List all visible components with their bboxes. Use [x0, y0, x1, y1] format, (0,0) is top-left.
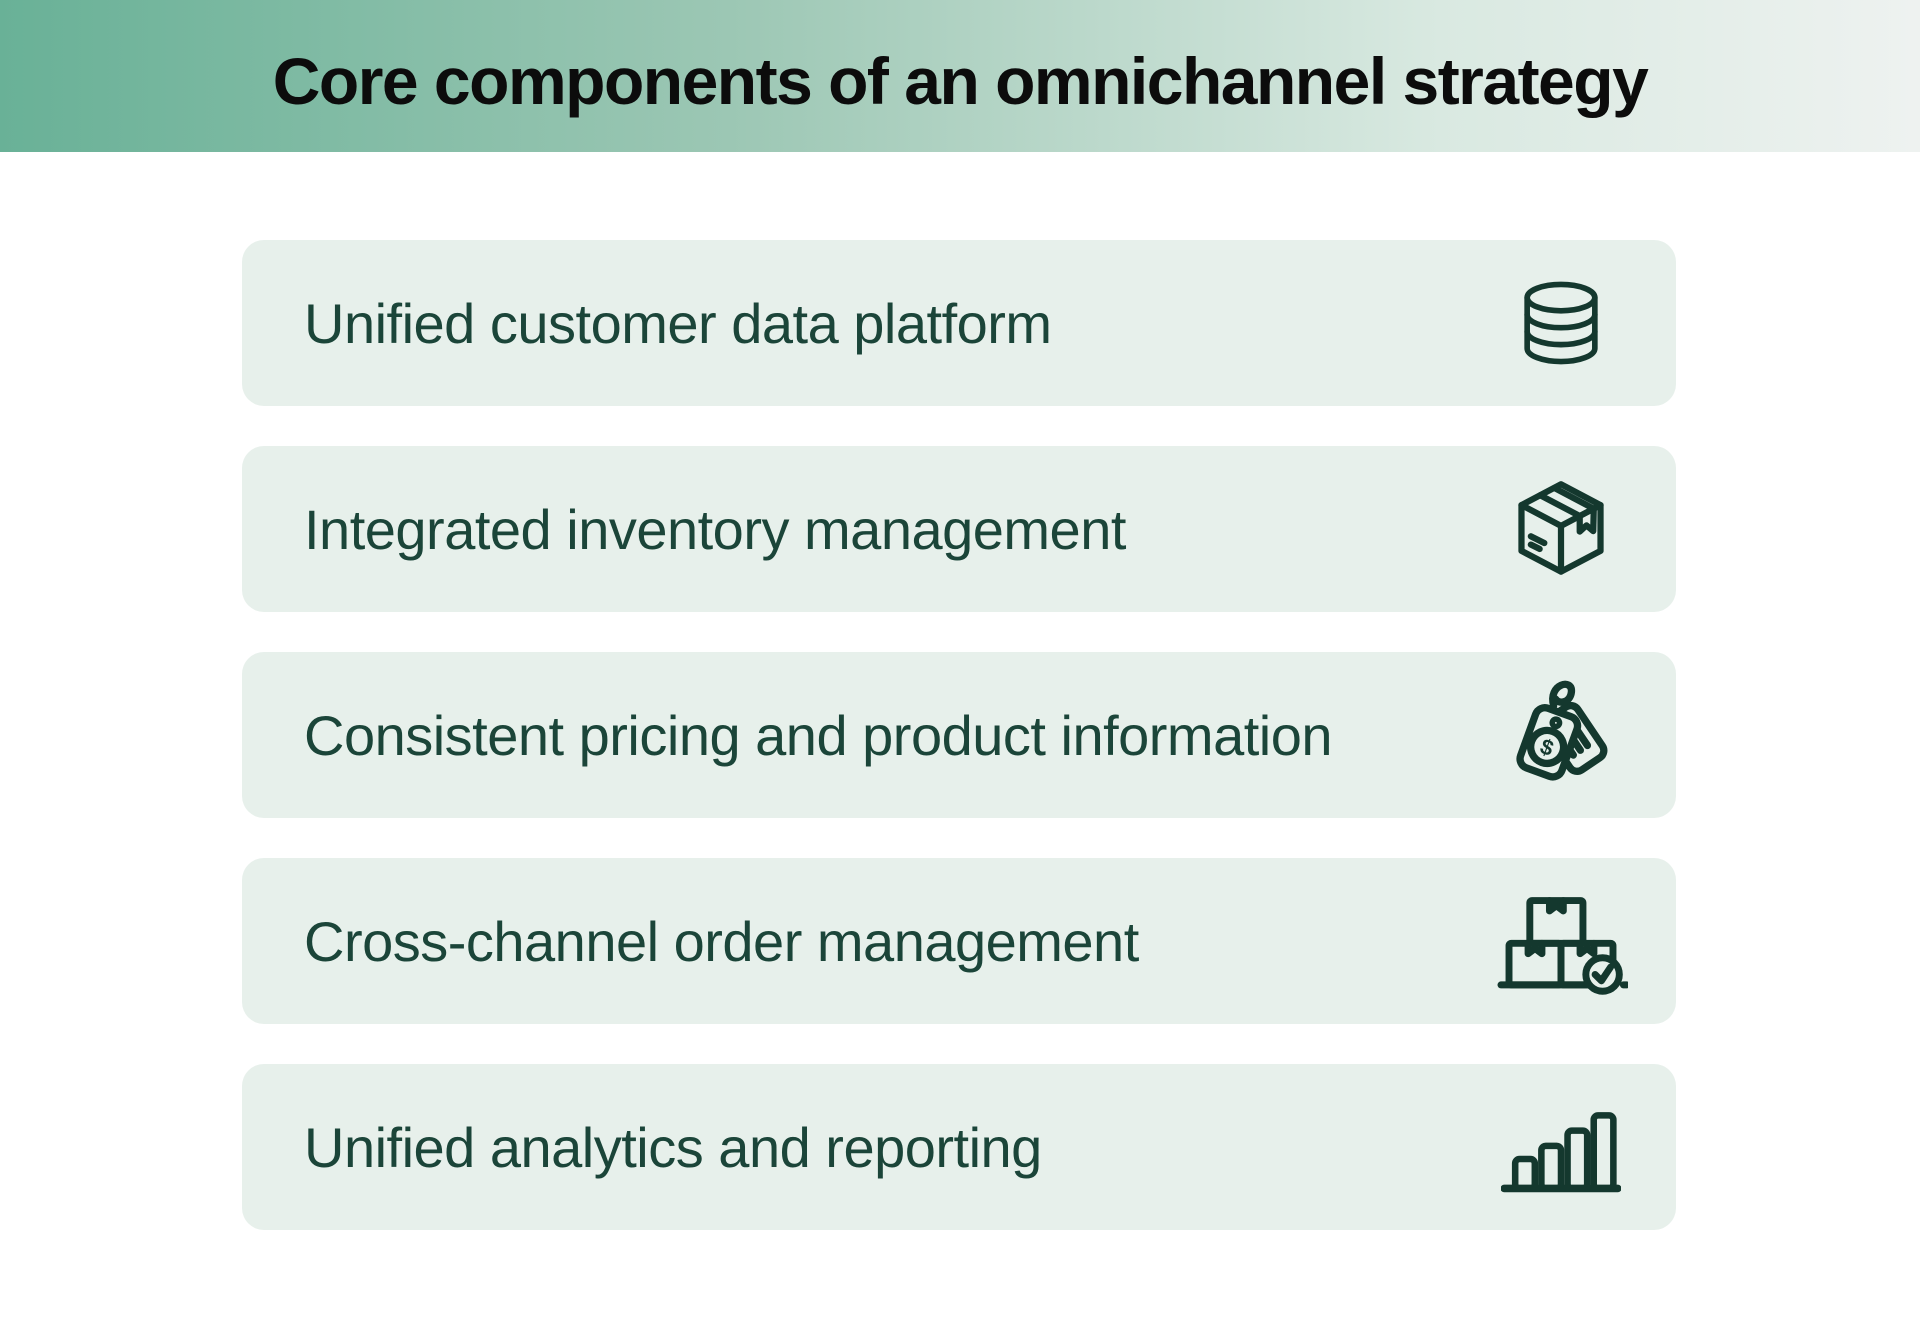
component-list: Unified customer data platform Integrate…	[242, 240, 1676, 1230]
list-item-analytics: Unified analytics and reporting	[242, 1064, 1676, 1230]
list-item-customer-data: Unified customer data platform	[242, 240, 1676, 406]
list-item-orders: Cross-channel order management	[242, 858, 1676, 1024]
list-item-inventory: Integrated inventory management	[242, 446, 1676, 612]
list-item-label: Unified customer data platform	[304, 291, 1052, 355]
database-icon	[1486, 276, 1636, 370]
header-banner: Core components of an omnichannel strate…	[0, 0, 1920, 152]
bar-chart-icon	[1486, 1092, 1636, 1202]
price-tags-icon: $	[1486, 674, 1636, 796]
package-box-icon	[1486, 477, 1636, 581]
list-item-label: Cross-channel order management	[304, 909, 1139, 973]
list-item-label: Integrated inventory management	[304, 497, 1126, 561]
list-item-pricing: Consistent pricing and product informati…	[242, 652, 1676, 818]
page-title: Core components of an omnichannel strate…	[272, 44, 1649, 118]
list-item-label: Unified analytics and reporting	[304, 1115, 1042, 1179]
stacked-boxes-check-icon	[1486, 883, 1636, 999]
list-item-label: Consistent pricing and product informati…	[304, 703, 1333, 767]
